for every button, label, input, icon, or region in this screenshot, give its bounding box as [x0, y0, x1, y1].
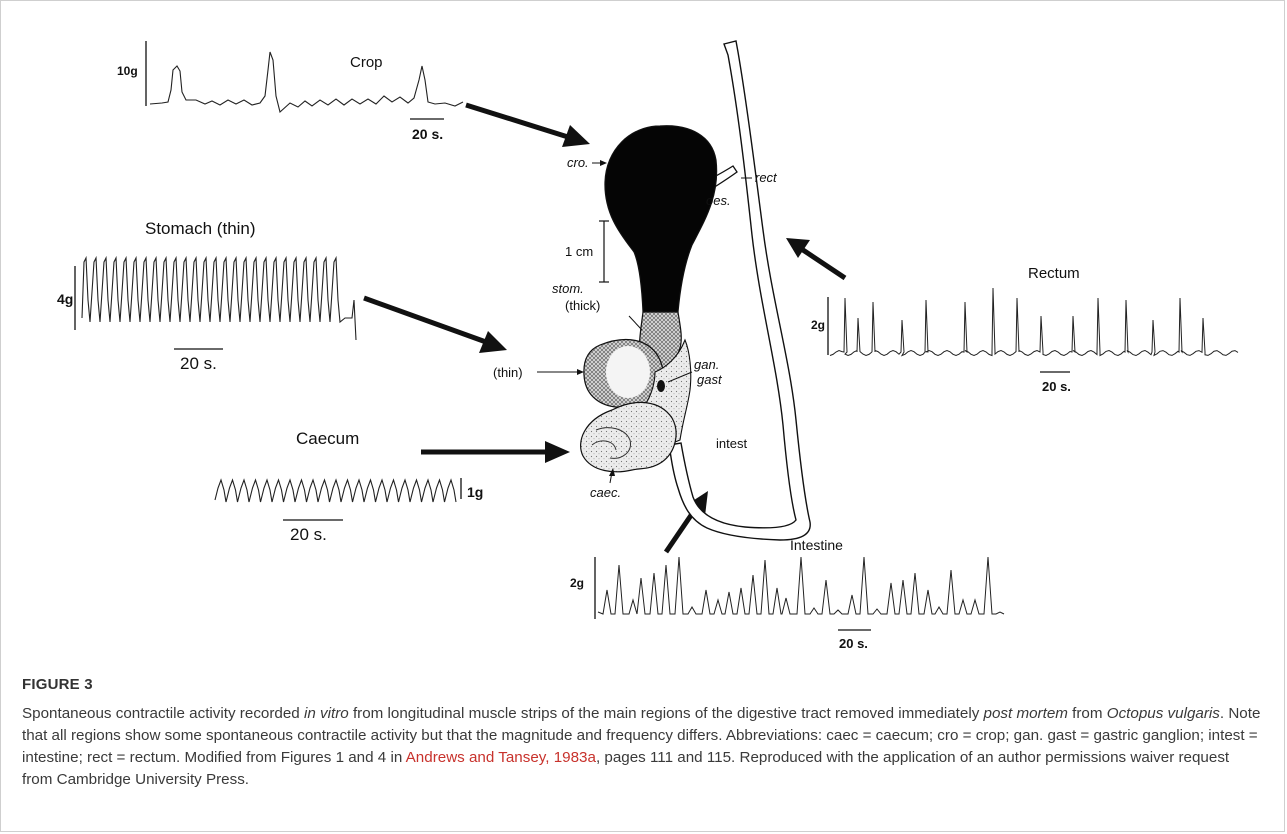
crop-time-label: 20 s. — [412, 126, 443, 142]
arrow-stomach — [364, 298, 507, 353]
crop-scale-label: 10g — [117, 64, 138, 78]
caecum-scale-label: 1g — [467, 484, 483, 500]
arrow-crop — [466, 105, 590, 147]
intestine-title: Intestine — [790, 537, 843, 553]
rectum-scale-label: 2g — [811, 318, 825, 332]
gastric-ganglion — [657, 380, 665, 392]
intestine-trace-line — [598, 557, 1004, 614]
stomach-time-label: 20 s. — [180, 354, 217, 373]
caption-post-mortem: post mortem — [984, 705, 1068, 722]
crop-trace-group: Crop 10g 20 s. — [117, 41, 463, 142]
rectum-trace-group: Rectum 2g 20 s. — [811, 265, 1238, 394]
digestive-tract-drawing: cro. oes. rect 1 cm stom. (thick) (thin)… — [493, 41, 810, 540]
label-gan: gan. — [694, 357, 719, 372]
rectum-trace-line — [830, 288, 1238, 356]
crop-title: Crop — [350, 54, 383, 71]
label-rect: rect — [755, 170, 778, 185]
stomach-trace-line — [82, 258, 356, 340]
caption-text-2: from longitudinal muscle strips of the m… — [349, 705, 984, 722]
label-caec: caec. — [590, 485, 621, 500]
stomach-title: Stomach (thin) — [145, 219, 256, 238]
rectum-time-label: 20 s. — [1042, 379, 1071, 394]
caecum-time-label: 20 s. — [290, 525, 327, 544]
figure-label: FIGURE 3 — [22, 676, 1262, 693]
caption-text-3: from — [1068, 705, 1107, 722]
caption-species: Octopus vulgaris — [1107, 705, 1220, 722]
caecum-title: Caecum — [296, 429, 359, 448]
rectum-intestine-tube — [669, 41, 810, 540]
intestine-scale-label: 2g — [570, 576, 584, 590]
caecum-trace-group: Caecum 1g 20 s. — [215, 429, 483, 544]
label-scale-1cm: 1 cm — [565, 244, 593, 259]
label-cro: cro. — [567, 155, 589, 170]
figure-caption: Spontaneous contractile activity recorde… — [22, 703, 1262, 791]
intestine-trace-group: Intestine 2g 20 s. — [570, 537, 1004, 651]
crop-trace-line — [150, 52, 463, 112]
stomach-trace-group: Stomach (thin) 4g 20 s. — [57, 219, 356, 373]
label-thick: (thick) — [565, 298, 600, 313]
arrow-rectum — [786, 238, 845, 278]
reference-link[interactable]: Andrews and Tansey, 1983a — [406, 749, 596, 766]
label-thin: (thin) — [493, 365, 523, 380]
intestine-time-label: 20 s. — [839, 636, 868, 651]
digestive-tract-figure: Crop 10g 20 s. Stomach (thin) 4g 20 s. C… — [0, 0, 1287, 670]
arrow-caecum — [421, 441, 570, 463]
label-intest: intest — [716, 436, 747, 451]
caption-text-1: Spontaneous contractile activity recorde… — [22, 705, 304, 722]
rectum-title: Rectum — [1028, 265, 1080, 282]
caption-in-vitro: in vitro — [304, 705, 349, 722]
caecum-trace-line — [215, 480, 456, 502]
label-stom: stom. — [552, 281, 584, 296]
crop-organ — [605, 126, 717, 312]
label-oes: oes. — [706, 193, 731, 208]
label-gast: gast — [697, 372, 723, 387]
figure-caption-area: FIGURE 3 Spontaneous contractile activit… — [22, 676, 1262, 791]
stomach-scale-label: 4g — [57, 291, 73, 307]
